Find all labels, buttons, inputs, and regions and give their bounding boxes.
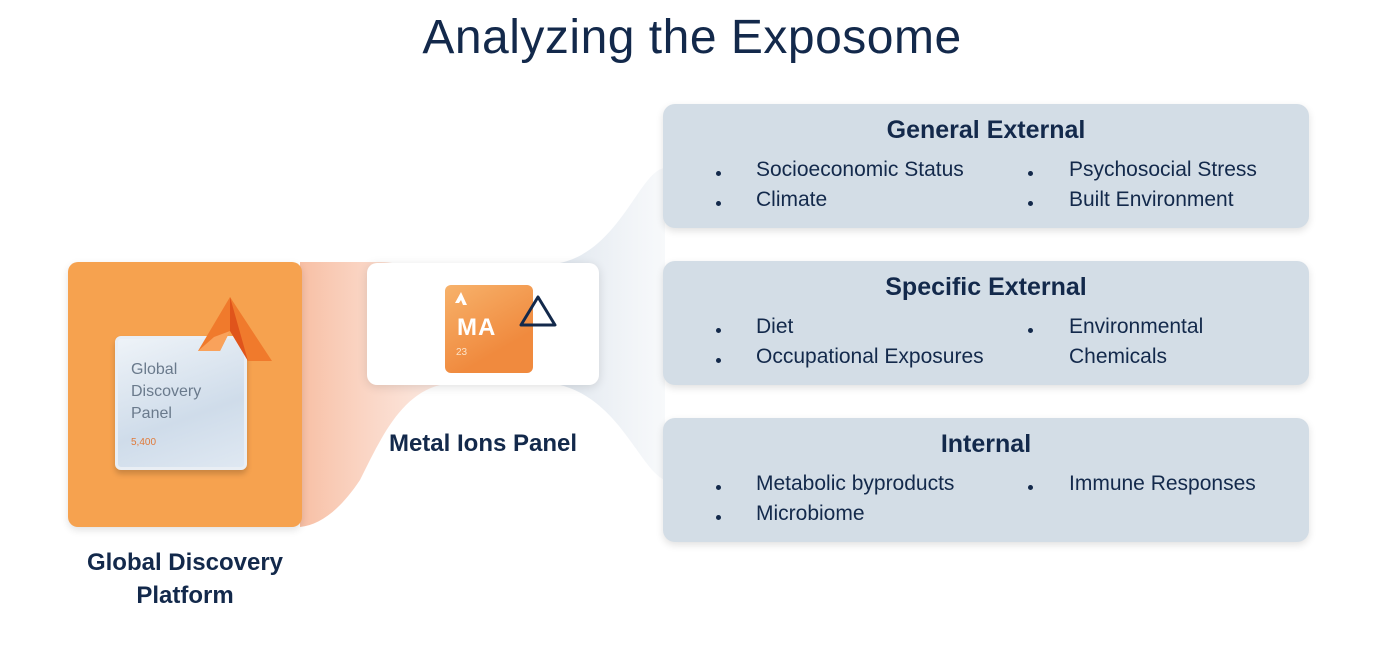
list-item: Chemicals — [1069, 345, 1168, 368]
list-item: Environmental — [1069, 315, 1204, 338]
list-item: Built Environment — [1069, 188, 1234, 211]
list-item: Psychosocial Stress — [1069, 158, 1257, 181]
bullet-dot — [1028, 485, 1033, 490]
panel-specific-external: Specific External Diet Occupational Expo… — [663, 261, 1309, 385]
list-item: Diet — [756, 315, 794, 338]
ma-element-tile: MA 23 — [445, 285, 533, 373]
list-item: Metabolic byproducts — [756, 472, 955, 495]
panel-general-external: General External Socioeconomic Status Cl… — [663, 104, 1309, 228]
bullet-dot — [1028, 328, 1033, 333]
list-item: Immune Responses — [1069, 472, 1256, 495]
panel-internal: Internal Metabolic byproducts Microbiome… — [663, 418, 1309, 542]
triangle-outline-icon — [519, 295, 557, 327]
list-item: Occupational Exposures — [756, 345, 984, 368]
ma-symbol: MA — [457, 314, 497, 341]
orange-peak-logo-icon — [198, 297, 272, 361]
bullet-dot — [1028, 171, 1033, 176]
metal-ions-to-panels-flow — [560, 168, 665, 480]
bullet-dot — [716, 201, 721, 206]
bullet-dot — [716, 171, 721, 176]
metal-ions-box: MA 23 — [367, 263, 599, 385]
panel-title: Specific External — [885, 273, 1087, 301]
bullet-dot — [716, 328, 721, 333]
page-title: Analyzing the Exposome — [422, 11, 962, 64]
bullet-dot — [716, 358, 721, 363]
panel-title: General External — [886, 116, 1086, 144]
bullet-dot — [1028, 201, 1033, 206]
list-item: Microbiome — [756, 502, 865, 525]
card-number: 5,400 — [131, 437, 157, 448]
global-discovery-card: Global Discovery Panel 5,400 — [115, 336, 247, 470]
global-discovery-tile: Global Discovery Panel 5,400 — [68, 262, 302, 527]
list-item: Socioeconomic Status — [756, 158, 964, 181]
bullet-dot — [716, 515, 721, 520]
card-label: Global Discovery Panel — [131, 361, 202, 422]
gdp-caption: Global Discovery Platform — [86, 549, 284, 609]
peak-icon — [455, 292, 467, 305]
bullet-dot — [716, 485, 721, 490]
list-item: Climate — [756, 188, 828, 211]
panel-title: Internal — [940, 430, 1032, 458]
metal-ions-caption: Metal Ions Panel — [388, 430, 578, 457]
ma-number: 23 — [456, 347, 468, 358]
